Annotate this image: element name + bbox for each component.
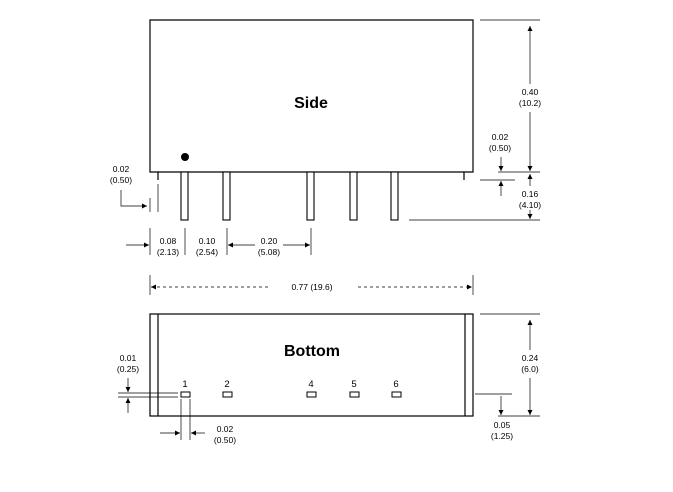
bottom-pin-pad bbox=[306, 391, 317, 398]
standoff-dimension: 0.02 (0.50) bbox=[480, 132, 515, 196]
pin-gap-inch: 0.20 bbox=[261, 236, 278, 246]
standoff-inch: 0.02 bbox=[492, 132, 509, 142]
side-pin bbox=[180, 171, 189, 221]
pin1-marker-dot bbox=[181, 153, 189, 161]
edge-mm: (1.25) bbox=[491, 431, 513, 441]
height-inch: 0.40 bbox=[522, 87, 539, 97]
side-pin bbox=[390, 171, 399, 221]
edge-dimension: 0.05 (1.25) bbox=[475, 393, 513, 441]
pin-length-mm: (4.10) bbox=[519, 200, 541, 210]
height-mm: (10.2) bbox=[519, 98, 541, 108]
pin-number: 2 bbox=[224, 379, 229, 390]
pad-dimension: 0.01 (0.25) bbox=[117, 353, 178, 413]
height-dimension: 0.40 (10.2) bbox=[480, 19, 541, 173]
bottom-pins: 1 2 4 5 6 bbox=[180, 379, 402, 398]
bottom-pin-pad bbox=[391, 391, 402, 398]
width-mm: (6.0) bbox=[521, 364, 539, 374]
pad-mm: (0.25) bbox=[117, 364, 139, 374]
width-inch: 0.24 bbox=[522, 353, 539, 363]
side-view: Side 0.40 (10.2) 0.02 (0.50) bbox=[110, 19, 541, 257]
pin-width-mm: (0.50) bbox=[214, 435, 236, 445]
width-dimension: 0.24 (6.0) bbox=[480, 313, 540, 417]
standoff-mm: (0.50) bbox=[489, 143, 511, 153]
bottom-pin-pad bbox=[349, 391, 360, 398]
edge-inch: 0.05 bbox=[494, 420, 511, 430]
pad-inch: 0.01 bbox=[120, 353, 137, 363]
pin-pitch-inch: 0.10 bbox=[199, 236, 216, 246]
length-dimension: 0.77 (19.6) bbox=[149, 275, 474, 295]
side-pins bbox=[180, 171, 399, 221]
pin-offset-mm: (2.13) bbox=[157, 247, 179, 257]
pin-number: 1 bbox=[182, 379, 187, 390]
pin-width-dimension: 0.02 (0.50) bbox=[160, 399, 236, 445]
pin-spacing-dimensions: 0.08 (2.13) 0.10 (2.54) 0.20 (5.08) bbox=[126, 228, 312, 257]
side-body-outline bbox=[149, 19, 474, 180]
side-pin bbox=[222, 171, 231, 221]
left-step-dimension: 0.02 (0.50) bbox=[110, 164, 159, 212]
side-view-title: Side bbox=[294, 95, 328, 112]
pin-length-inch: 0.16 bbox=[522, 189, 539, 199]
side-pin bbox=[349, 171, 358, 221]
pin-width-inch: 0.02 bbox=[217, 424, 234, 434]
pin-number: 6 bbox=[393, 379, 398, 390]
bottom-view-title: Bottom bbox=[284, 343, 340, 360]
pin-offset-inch: 0.08 bbox=[160, 236, 177, 246]
left-step-mm: (0.50) bbox=[110, 175, 132, 185]
bottom-body-outline bbox=[149, 313, 474, 417]
left-step-inch: 0.02 bbox=[113, 164, 130, 174]
pin-pitch-mm: (2.54) bbox=[196, 247, 218, 257]
bottom-view: Bottom 1 2 4 5 6 0.24 (6.0) 0.05 bbox=[117, 313, 540, 445]
pin-number: 5 bbox=[351, 379, 356, 390]
length-label: 0.77 (19.6) bbox=[291, 282, 332, 292]
pin-number: 4 bbox=[308, 379, 313, 390]
bottom-pin-pad bbox=[222, 391, 233, 398]
side-pin bbox=[306, 171, 315, 221]
pin-gap-mm: (5.08) bbox=[258, 247, 280, 257]
pin-length-dimension: 0.16 (4.10) bbox=[409, 174, 541, 221]
bottom-pin-pad bbox=[180, 391, 191, 398]
